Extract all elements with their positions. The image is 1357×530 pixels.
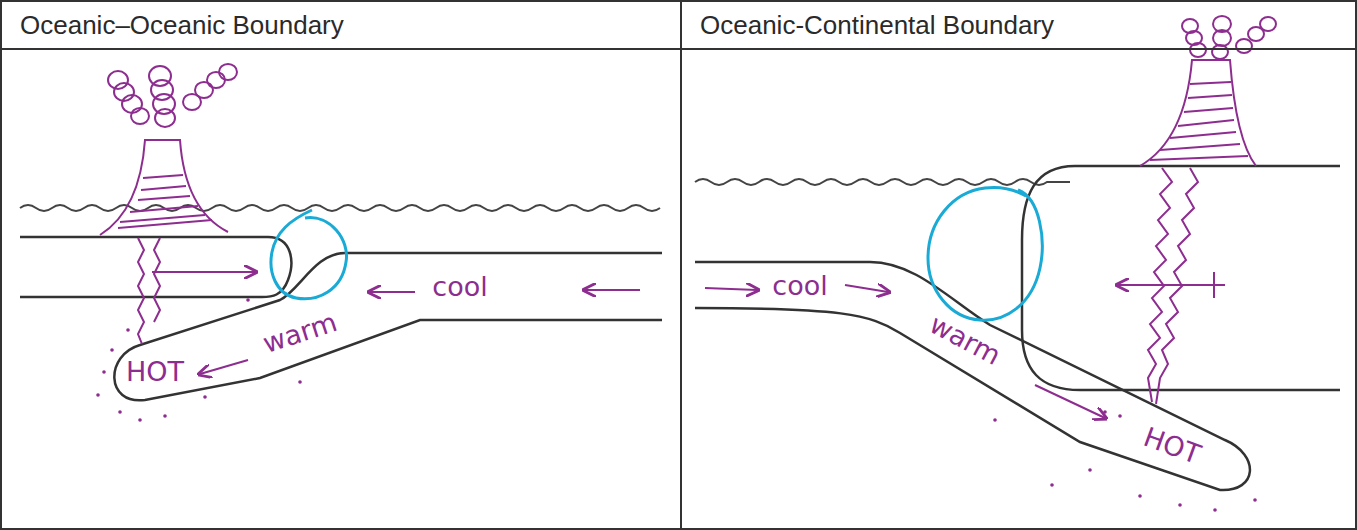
temperature-label: HOT — [126, 357, 184, 387]
plate-motion-arrows — [370, 291, 415, 293]
melt-dots — [993, 418, 997, 422]
melt-dots — [203, 395, 207, 399]
highlight-circle — [271, 210, 347, 299]
melt-dots — [298, 380, 302, 384]
continental-plate — [1022, 166, 1340, 390]
melt-dots — [138, 418, 142, 422]
panel-heading: Oceanic-Continental Boundary — [682, 2, 1355, 50]
temperature-label: HOT — [1140, 422, 1205, 470]
highlight-circle — [928, 187, 1042, 320]
temperature-label: cool — [772, 271, 827, 301]
volcano — [118, 175, 212, 228]
smoke-curls — [1248, 27, 1264, 41]
smoke-curls — [1236, 39, 1252, 53]
melt-dots — [118, 410, 122, 414]
smoke-curls — [219, 64, 237, 80]
highlight-circle — [928, 187, 1042, 320]
melt-dots — [1118, 414, 1122, 418]
smoke-curls — [1213, 30, 1231, 46]
smoke-curls — [108, 71, 128, 89]
plate-motion-arrows — [1035, 385, 1105, 418]
smoke-curls — [149, 66, 171, 86]
melt-dots — [246, 298, 250, 302]
volcano — [1140, 60, 1256, 166]
melt-dots — [1178, 503, 1182, 507]
plate-motion-arrows — [152, 271, 255, 273]
smoke-curls — [1190, 43, 1206, 57]
water-surface — [695, 179, 1070, 185]
melt-dots — [163, 414, 167, 418]
subducting-oceanic-plate — [695, 262, 1250, 490]
subducting-oceanic-plate — [695, 262, 1250, 490]
melt-dots — [993, 410, 1257, 512]
boundary-panel: Oceanic-Continental Boundary — [680, 0, 1357, 530]
smoke-curls — [183, 94, 201, 110]
continental-plate — [1022, 166, 1340, 390]
smoke-curls — [131, 108, 149, 124]
boundary-panel: Oceanic–Oceanic Boundary — [0, 0, 682, 530]
melt-dots — [126, 328, 130, 332]
melt-dots — [1213, 508, 1217, 512]
magma-conduit — [138, 238, 160, 344]
melt-dots — [1253, 498, 1257, 502]
temperature-label: cool — [432, 272, 487, 302]
smoke-curls — [155, 109, 175, 127]
smoke-curls — [1212, 45, 1228, 59]
smoke-curls — [108, 64, 237, 127]
water-surface — [695, 179, 1070, 185]
melt-dots — [96, 393, 100, 397]
melt-dots — [1103, 410, 1107, 414]
plate-motion-arrows — [845, 285, 888, 292]
melt-dots — [110, 348, 114, 352]
volcano — [100, 140, 228, 235]
plate-motion-arrows — [705, 285, 1225, 418]
volcano — [100, 140, 228, 235]
smoke-curls — [151, 80, 173, 100]
plate-motion-arrows — [200, 360, 248, 374]
melt-dots — [1050, 483, 1054, 487]
melt-dots — [1088, 468, 1092, 472]
melt-dots — [1138, 494, 1142, 498]
smoke-curls — [122, 95, 142, 113]
temperature-label: warm — [259, 307, 340, 359]
volcano — [1150, 82, 1248, 160]
highlight-circle — [271, 210, 347, 299]
melt-dots — [96, 298, 302, 422]
water-surface — [20, 205, 660, 211]
water-surface — [20, 205, 660, 211]
subducting-oceanic-plate — [114, 253, 662, 400]
smoke-curls — [207, 72, 225, 88]
plate-motion-arrows — [1213, 272, 1215, 298]
volcano — [1140, 60, 1256, 166]
subducting-oceanic-plate — [114, 253, 662, 400]
magma-conduit — [138, 238, 144, 344]
plate-motion-arrows — [585, 289, 640, 291]
plate-motion-arrows — [1213, 272, 1215, 298]
magma-conduit — [154, 238, 160, 322]
plate-motion-arrows — [705, 288, 757, 290]
plate-motion-arrows — [1118, 284, 1225, 286]
plate-motion-arrows — [152, 272, 640, 374]
smoke-curls — [1182, 16, 1276, 59]
panel-heading: Oceanic–Oceanic Boundary — [2, 2, 680, 50]
melt-dots — [102, 370, 106, 374]
